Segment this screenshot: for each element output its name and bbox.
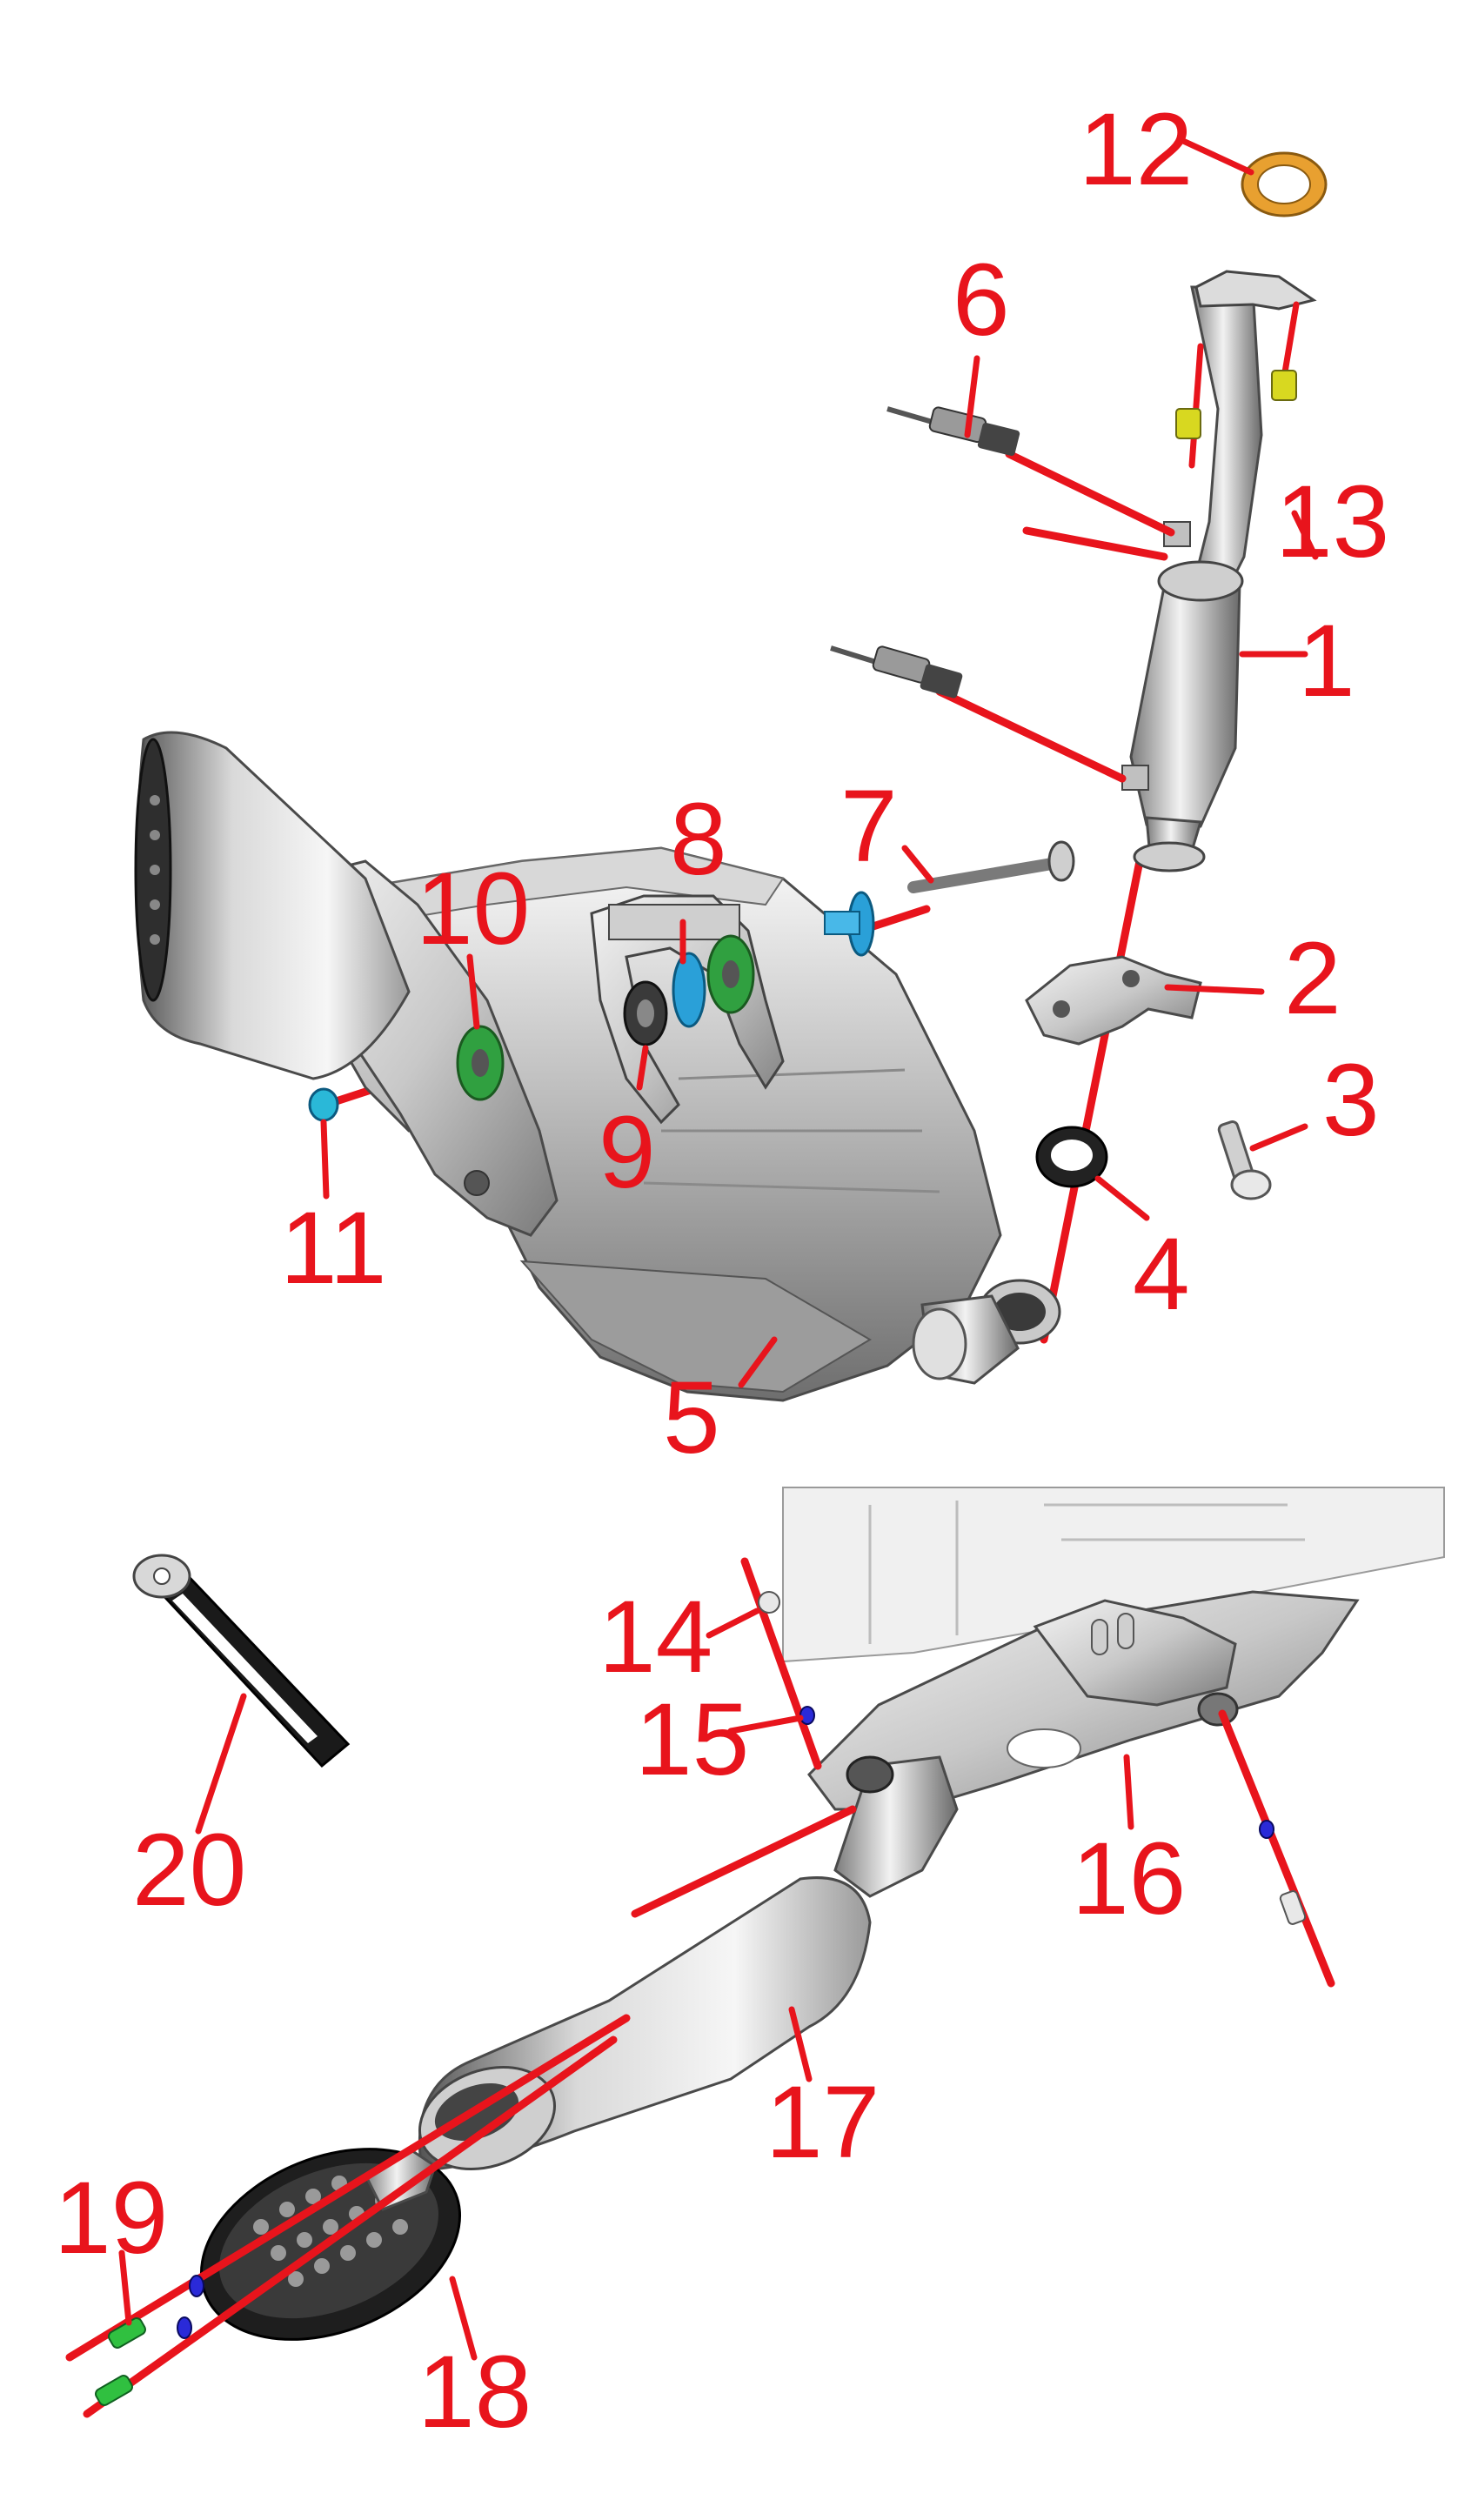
callout-15: 15 (635, 1682, 749, 1797)
part-10-grommet (456, 1025, 505, 1101)
part-8-rubber-grommet (672, 934, 755, 1028)
callout-16: 16 (1072, 1821, 1186, 1936)
part-2-pipe-clamp (1025, 955, 1202, 1046)
callout-4: 4 (1133, 1217, 1190, 1332)
callout-6: 6 (953, 243, 1010, 358)
callout-10: 10 (416, 852, 530, 966)
callout-9: 9 (599, 1095, 656, 1210)
upper-assembly: 12 6 13 1 7 8 10 2 3 9 11 4 5 (134, 92, 1389, 1475)
o2-sensor-upper (886, 406, 1020, 457)
callout-20: 20 (132, 1813, 246, 1928)
part-1-head-pipe (1121, 270, 1317, 872)
o2-sensor-lower (830, 645, 963, 699)
callout-18: 18 (418, 2335, 532, 2450)
callout-2: 2 (1284, 921, 1341, 1036)
callout-1: 1 (1298, 604, 1355, 719)
part-13-flange-nuts (1175, 301, 1300, 469)
upper-tail-cone (134, 731, 411, 1080)
callout-7: 7 (840, 769, 898, 884)
lower-leader-lines (118, 1608, 1134, 2361)
part-14-15-screws (740, 1557, 1335, 1988)
callout-13: 13 (1275, 465, 1389, 579)
callout-17: 17 (766, 2065, 880, 2180)
part-7-long-bolt (907, 840, 1075, 893)
part-11-bolt (308, 1087, 339, 1122)
part-9-bushing (623, 980, 668, 1046)
callout-3: 3 (1322, 1043, 1380, 1158)
callout-5: 5 (663, 1360, 720, 1475)
lower-callouts: 20 14 15 16 17 19 18 (54, 1580, 1186, 2450)
callout-8: 8 (670, 782, 727, 897)
lower-assembly: 20 14 15 16 17 19 18 (54, 1487, 1445, 2450)
callout-14: 14 (599, 1580, 712, 1694)
upper-callouts: 12 6 13 1 7 8 10 2 3 9 11 4 5 (280, 92, 1389, 1475)
part-4-ring-gasket (1035, 1126, 1108, 1188)
part-20-strap (132, 1554, 351, 1768)
callout-11: 11 (280, 1191, 387, 1306)
part-6-o2-sensors (830, 406, 1175, 783)
callout-19: 19 (54, 2161, 168, 2276)
upper-leader-lines (320, 137, 1319, 1388)
part-16-heat-shield (782, 1487, 1445, 1898)
part-19-screws (65, 2014, 631, 2418)
part-3-bolt (1217, 1120, 1272, 1200)
part-7-spacer (824, 891, 875, 957)
callout-12: 12 (1079, 92, 1193, 207)
part-12-copper-gasket (1241, 151, 1328, 217)
